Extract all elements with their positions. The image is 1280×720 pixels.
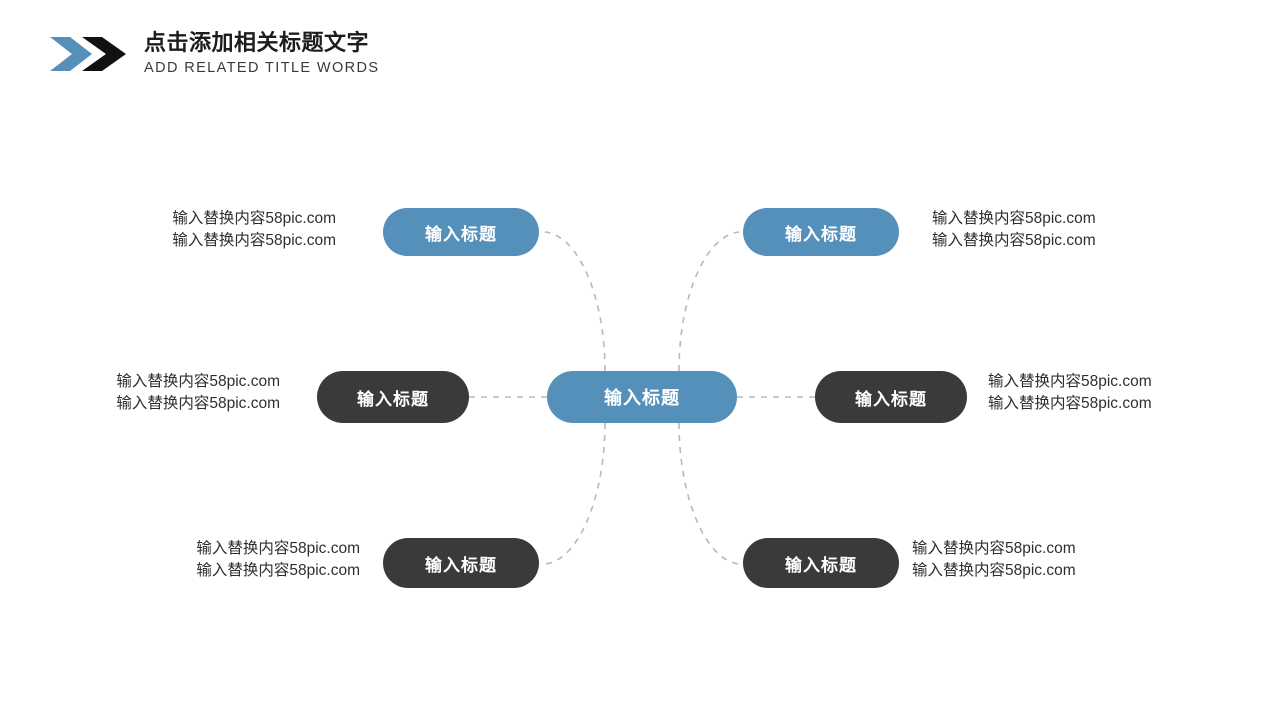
caption-middle-right: 输入替换内容58pic.com 输入替换内容58pic.com bbox=[988, 371, 1174, 416]
caption-line: 输入替换内容58pic.com bbox=[932, 210, 1096, 227]
connector-center-top-right bbox=[678, 231, 740, 372]
node-bottom-right-label: 输入标题 bbox=[785, 555, 857, 575]
caption-line: 输入替换内容58pic.com bbox=[912, 562, 1076, 580]
double-chevron-icon bbox=[50, 36, 126, 71]
node-middle-left-label: 输入标题 bbox=[357, 389, 429, 409]
node-bottom-left-label: 输入标题 bbox=[425, 555, 497, 575]
connector-center-top-left bbox=[544, 231, 606, 372]
page-subtitle: ADD RELATED TITLE WORDS bbox=[144, 60, 380, 76]
caption-line: 输入替换内容58pic.com bbox=[116, 395, 280, 413]
title-block: 点击添加相关标题文字 ADD RELATED TITLE WORDS bbox=[144, 32, 380, 76]
slide-header: 点击添加相关标题文字 ADD RELATED TITLE WORDS bbox=[48, 32, 380, 76]
caption-line: 输入替换内容58pic.com bbox=[932, 232, 1096, 250]
node-bottom-right[interactable]: 输入标题 bbox=[743, 538, 899, 588]
caption-line: 输入替换内容58pic.com bbox=[912, 540, 1076, 557]
node-center-label: 输入标题 bbox=[604, 388, 680, 408]
page-title: 点击添加相关标题文字 bbox=[144, 30, 370, 55]
caption-top-right: 输入替换内容58pic.com 输入替换内容58pic.com bbox=[932, 208, 1118, 253]
caption-line: 输入替换内容58pic.com bbox=[988, 373, 1152, 390]
caption-line: 输入替换内容58pic.com bbox=[116, 373, 280, 390]
caption-line: 输入替换内容58pic.com bbox=[172, 210, 336, 227]
caption-line: 输入替换内容58pic.com bbox=[988, 395, 1152, 413]
node-bottom-left[interactable]: 输入标题 bbox=[383, 538, 539, 588]
caption-middle-left: 输入替换内容58pic.com 输入替换内容58pic.com bbox=[104, 371, 280, 416]
node-middle-right[interactable]: 输入标题 bbox=[815, 371, 967, 423]
caption-line: 输入替换内容58pic.com bbox=[172, 232, 336, 250]
node-middle-right-label: 输入标题 bbox=[855, 389, 927, 409]
caption-line: 输入替换内容58pic.com bbox=[196, 540, 360, 557]
caption-line: 输入替换内容58pic.com bbox=[196, 562, 360, 580]
node-top-right-label: 输入标题 bbox=[785, 224, 857, 244]
connector-center-bottom-right bbox=[678, 422, 740, 565]
node-center[interactable]: 输入标题 bbox=[547, 371, 737, 423]
node-top-right[interactable]: 输入标题 bbox=[743, 208, 899, 256]
connector-center-bottom-left bbox=[544, 422, 606, 565]
caption-top-left: 输入替换内容58pic.com 输入替换内容58pic.com bbox=[160, 208, 336, 253]
caption-bottom-left: 输入替换内容58pic.com 输入替换内容58pic.com bbox=[184, 538, 360, 583]
node-top-left-label: 输入标题 bbox=[425, 224, 497, 244]
node-top-left[interactable]: 输入标题 bbox=[383, 208, 539, 256]
node-middle-left[interactable]: 输入标题 bbox=[317, 371, 469, 423]
caption-bottom-right: 输入替换内容58pic.com 输入替换内容58pic.com bbox=[912, 538, 1098, 583]
